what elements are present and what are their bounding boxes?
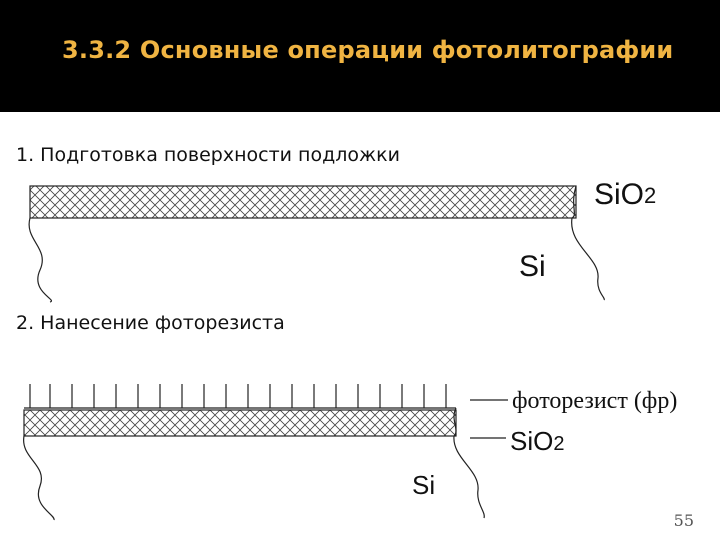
step-1-oxide-layer <box>29 185 577 219</box>
step-2-substrate-label: Si <box>412 470 436 500</box>
title-bar <box>0 0 720 112</box>
step-2-substrate-right-edge <box>453 407 485 519</box>
step-2-resist-ticks <box>29 384 447 408</box>
step-2-substrate-left-edge <box>23 435 55 521</box>
step-2-diagram <box>23 384 508 521</box>
step-1-substrate-right-edge <box>571 185 605 301</box>
step-2-resist-label: фоторезист (фр) <box>512 388 678 414</box>
step-1-label: 1. Подготовка поверхности подложки <box>16 144 400 166</box>
step-1-substrate-left-edge <box>28 217 53 303</box>
step-2-oxide-layer <box>23 409 457 437</box>
step-2-label: 2. Нанесение фоторезиста <box>16 312 285 334</box>
step-1-substrate-label: Si <box>519 250 546 283</box>
step-1-diagram <box>28 185 605 303</box>
step-2-oxide-label: SiO2 <box>510 426 565 456</box>
page-number: 55 <box>673 511 694 530</box>
step-1-oxide-label: SiO2 <box>594 178 657 211</box>
page-title: 3.3.2 Основные операции фотолитографии <box>62 36 674 64</box>
